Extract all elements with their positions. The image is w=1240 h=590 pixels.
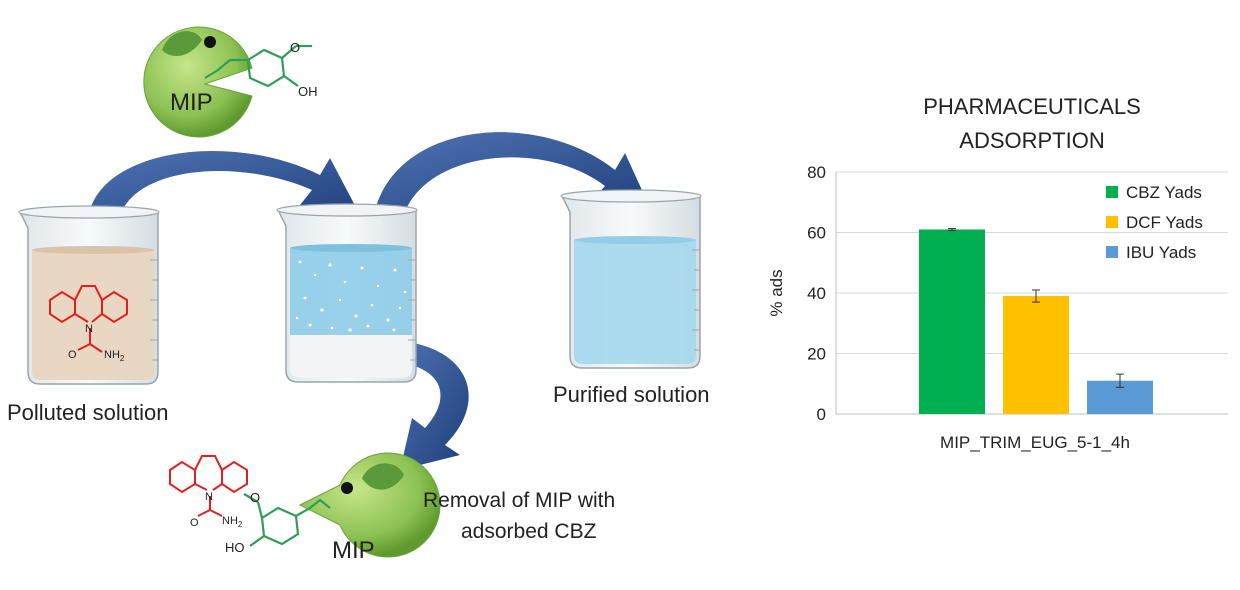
beaker-purified <box>560 189 702 369</box>
cbz-molecule-bottom <box>169 455 248 517</box>
pharmaceuticals-adsorption-chart: PHARMACEUTICALS ADSORPTION 0 20 40 60 80 CBZ… <box>767 94 1228 452</box>
y-tick-label-40: 40 <box>807 284 826 303</box>
legend-swatch-2 <box>1106 246 1118 258</box>
legend-label-0: CBZ Yads <box>1126 183 1202 202</box>
atom-o-bottom-green: O <box>250 490 260 505</box>
purified-solution-label: Purified solution <box>553 382 710 407</box>
atom-nh2-polluted: NH2 <box>104 349 125 363</box>
mip-label-top: MIP <box>170 89 213 116</box>
chart-y-axis-label: % ads <box>767 269 786 316</box>
legend-swatch-0 <box>1106 186 1118 198</box>
mip-pacman-top: MIP <box>143 26 253 138</box>
chart-x-axis-label: MIP_TRIM_EUG_5-1_4h <box>940 433 1130 452</box>
eugenol-molecule-top <box>204 44 312 88</box>
chart-title-line1: PHARMACEUTICALS <box>923 94 1141 119</box>
chart-y-ticks: 0 20 40 60 80 <box>807 163 826 424</box>
atom-o-top: O <box>290 40 300 55</box>
atom-o-bottom-red: O <box>190 517 199 529</box>
bar-dcf-yads <box>1003 296 1069 414</box>
arrow-to-removal <box>392 340 469 470</box>
arrow-to-purified-beaker <box>375 132 652 212</box>
y-tick-label-80: 80 <box>807 163 826 182</box>
y-tick-label-20: 20 <box>807 345 826 364</box>
pacman-eye-icon <box>204 36 216 48</box>
atom-n-bottom: N <box>205 491 213 503</box>
polluted-solution-label: Polluted solution <box>7 400 168 425</box>
chart-title-line2: ADSORPTION <box>959 128 1104 153</box>
legend-label-2: IBU Yads <box>1126 243 1196 262</box>
legend-label-1: DCF Yads <box>1126 213 1203 232</box>
y-tick-label-0: 0 <box>817 405 826 424</box>
bar-cbz-yads <box>919 229 985 414</box>
leaf-icon-bottom <box>362 463 404 490</box>
chart-bars <box>919 229 1153 414</box>
removal-label-line1: Removal of MIP with <box>423 489 615 512</box>
pacman-eye-icon-bottom <box>341 482 353 494</box>
leaf-icon <box>162 31 202 56</box>
beaker-mip-treatment <box>276 203 418 383</box>
atom-oh-top: OH <box>298 84 318 99</box>
atom-nh2-bottom: NH2 <box>222 515 243 529</box>
arrow-to-middle-beaker <box>88 150 360 222</box>
mip-particles <box>295 260 407 332</box>
atom-ho-bottom: HO <box>225 540 245 555</box>
chart-error-bars <box>948 228 1124 388</box>
chart-gridlines <box>835 171 1228 415</box>
y-tick-label-60: 60 <box>807 224 826 243</box>
atom-o-polluted: O <box>68 349 77 361</box>
removal-label-line2: adsorbed CBZ <box>461 520 597 543</box>
cbz-molecule-polluted <box>49 285 128 353</box>
atom-n-polluted: N <box>85 323 93 335</box>
mip-label-bottom: MIP <box>332 537 375 564</box>
eugenol-molecule-bottom <box>243 493 331 547</box>
mip-pacman-bottom: MIP <box>298 452 441 564</box>
beaker-polluted <box>18 205 160 385</box>
legend-swatch-1 <box>1106 216 1118 228</box>
